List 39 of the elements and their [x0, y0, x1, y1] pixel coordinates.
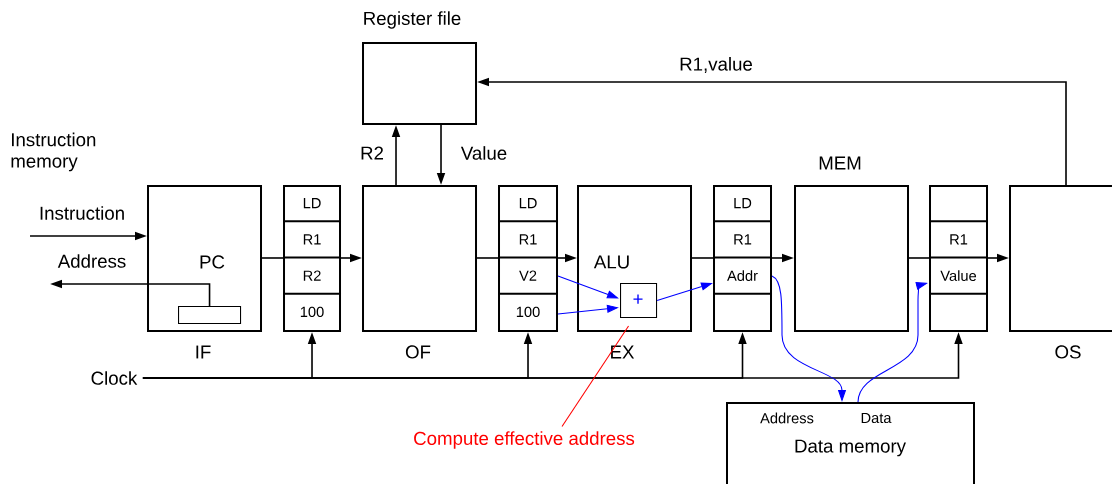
stage-label: EX: [611, 345, 635, 359]
leader-line: [476, 257, 499, 259]
stage-label: Register file: [364, 11, 461, 29]
stage-label: OF: [405, 345, 431, 359]
pc-register: [178, 306, 242, 325]
edge-label: Value: [459, 144, 509, 162]
annotation-text: Compute effective address: [414, 431, 635, 449]
stage-label: Address: [760, 412, 814, 424]
register-value: 100: [300, 306, 324, 318]
leader-line: [261, 257, 284, 259]
leader-line: [561, 325, 630, 428]
register-value: LD: [734, 198, 752, 209]
register-value: R1: [303, 234, 321, 245]
edge-label: R2: [358, 145, 386, 161]
adder-sign: +: [633, 294, 643, 304]
leader-line: [691, 257, 714, 259]
edge-label: Instruction: [37, 204, 127, 222]
register-value: LD: [519, 198, 537, 209]
register-value: V2: [519, 270, 537, 281]
stage-label: ALU: [593, 255, 629, 269]
register-value: Addr: [727, 270, 758, 281]
stage-label: PC: [200, 255, 225, 269]
stage-label: OS: [1055, 345, 1081, 359]
stage-label: MEM: [819, 156, 861, 170]
register-value: Value: [940, 270, 977, 281]
register-value: 100: [516, 306, 540, 318]
register-value: R1: [734, 234, 752, 245]
leader-line: [908, 257, 930, 259]
register-value: R1: [950, 234, 968, 245]
stage-label: IF: [196, 345, 211, 359]
memory-label: Instruction memory: [11, 132, 96, 172]
register-value: R1: [519, 234, 537, 245]
edge-label: Address: [56, 252, 128, 270]
stage-label: Data: [861, 412, 892, 424]
register-value: LD: [303, 198, 321, 209]
signal-label: Clock: [91, 371, 138, 385]
stage-label: Data memory: [795, 439, 906, 457]
register-value: R2: [303, 270, 321, 281]
edge-label: R1,value: [677, 55, 755, 75]
